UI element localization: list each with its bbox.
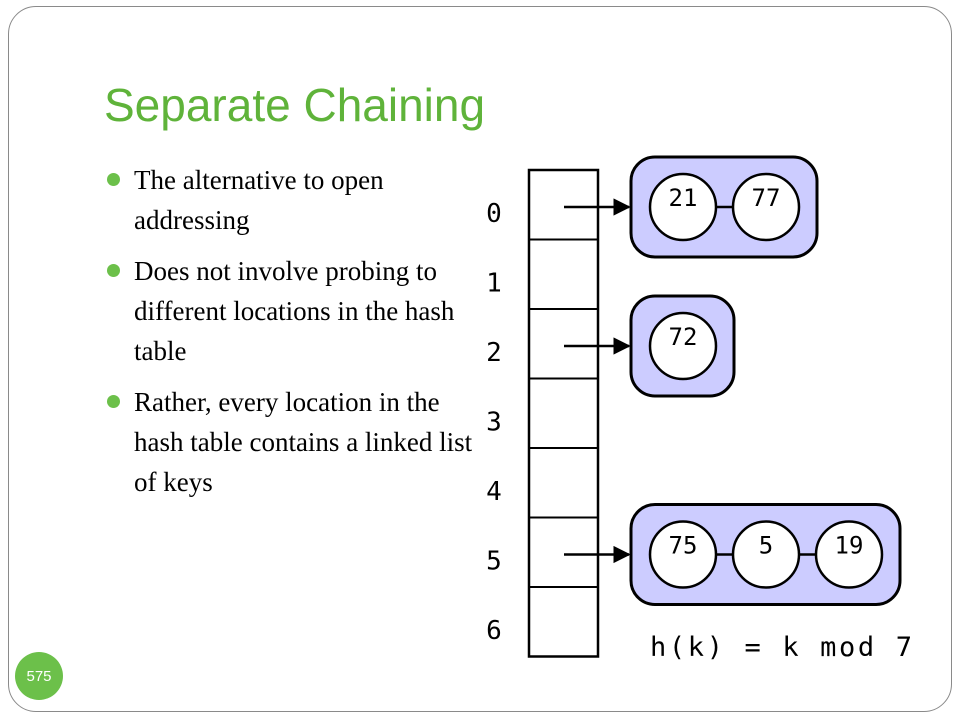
key-node xyxy=(731,172,801,242)
bullet-icon xyxy=(107,395,120,408)
bullet-text: Rather, every location in the hash table… xyxy=(134,387,473,497)
bullet-item: Does not involve probing to different lo… xyxy=(104,251,484,371)
slide-title: Separate Chaining xyxy=(104,79,486,131)
slot-index-label: 3 xyxy=(486,408,502,438)
bullet-list: The alternative to open addressing Does … xyxy=(104,160,484,513)
key-node xyxy=(731,520,801,589)
key-label: 19 xyxy=(835,532,864,560)
slot-index-label: 5 xyxy=(486,547,502,577)
slide-number-badge: 575 xyxy=(15,652,63,700)
slot-index-label: 0 xyxy=(486,199,502,229)
slot-index-label: 6 xyxy=(486,616,502,646)
key-label: 21 xyxy=(669,184,698,212)
bullet-item: Rather, every location in the hash table… xyxy=(104,382,484,502)
slot-index-label: 2 xyxy=(486,338,502,368)
slot-index-label: 1 xyxy=(486,269,502,299)
hash-table-column xyxy=(527,168,600,658)
key-label: 75 xyxy=(669,532,698,560)
bullet-item: The alternative to open addressing xyxy=(104,160,484,240)
key-node xyxy=(814,520,884,589)
key-label: 72 xyxy=(669,323,698,351)
key-node xyxy=(648,311,718,381)
key-node xyxy=(648,172,718,242)
key-label: 77 xyxy=(752,184,781,212)
slot-index-label: 4 xyxy=(486,477,502,507)
hash-formula: h(k) = k mod 7 xyxy=(650,632,912,663)
bullet-text: Does not involve probing to different lo… xyxy=(134,256,455,366)
bullet-text: The alternative to open addressing xyxy=(134,165,384,235)
key-label: 5 xyxy=(759,532,773,560)
bullet-icon xyxy=(107,173,120,186)
key-node xyxy=(648,520,718,589)
bullet-icon xyxy=(107,264,120,277)
